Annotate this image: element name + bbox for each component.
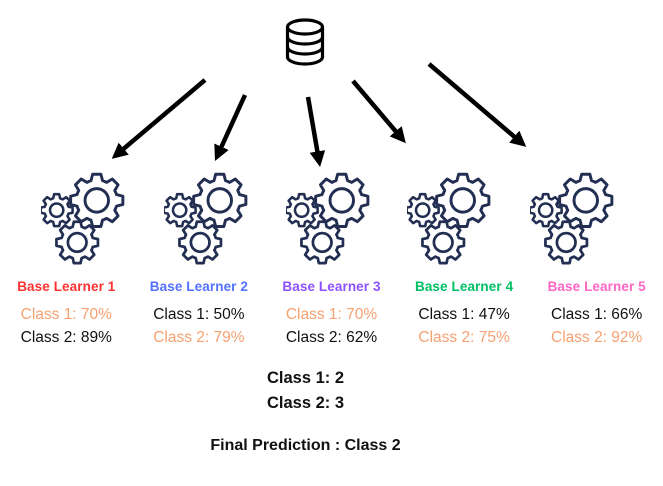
- class2-score: Class 2: 62%: [285, 329, 378, 346]
- diagram-top-art: [111, 18, 527, 167]
- arrow-icon: [214, 94, 248, 162]
- class1-score: Class 1: 50%: [153, 306, 245, 323]
- class1-score: Class 1: 70%: [285, 306, 378, 323]
- base-learner-5: Base Learner 5 Class 1: 66% Class 2: 92%: [529, 169, 663, 349]
- final-prediction: Final Prediction : Class 2: [210, 437, 401, 454]
- learner-label: Base Learner 3: [282, 279, 381, 294]
- vote-count-class2: Class 2: 3: [266, 393, 345, 412]
- data-flow-arrows: [111, 62, 527, 167]
- gears-icon: [407, 172, 491, 265]
- class2-score: Class 2: 75%: [418, 329, 510, 346]
- learner-label: Base Learner 2: [149, 279, 248, 294]
- vote-summary: Class 1: 2 Class 2: 3: [0, 366, 611, 415]
- class1-score: Class 1: 47%: [418, 306, 510, 323]
- arrow-icon: [427, 62, 527, 147]
- arrow-icon: [305, 96, 326, 167]
- arrow-icon: [351, 79, 406, 144]
- learner-label: Base Learner 1: [17, 279, 116, 294]
- class2-score: Class 2: 92%: [551, 329, 643, 346]
- class2-score: Class 2: 79%: [153, 329, 245, 346]
- gears-icon: [41, 172, 125, 265]
- base-learner-3: Base Learner 3 Class 1: 70% Class 2: 62%: [265, 169, 398, 349]
- arrow-icon: [111, 78, 207, 159]
- database-icon: [285, 18, 325, 66]
- base-learner-1: Base Learner 1 Class 1: 70% Class 2: 89%: [0, 169, 133, 349]
- class2-score: Class 2: 89%: [20, 329, 112, 346]
- vote-count-class1: Class 1: 2: [266, 369, 345, 387]
- class1-score: Class 1: 66%: [551, 306, 643, 323]
- learner-label: Base Learner 5: [547, 279, 646, 294]
- gears-icon: [163, 172, 248, 265]
- gears-icon: [286, 172, 370, 265]
- base-learner-4: Base Learner 4 Class 1: 47% Class 2: 75%: [398, 169, 531, 349]
- gears-icon: [529, 172, 614, 265]
- base-learners-row: Base Learner 1 Class 1: 70% Class 2: 89%…: [0, 169, 663, 349]
- base-learner-2: Base Learner 2 Class 1: 50% Class 2: 79%: [133, 169, 266, 349]
- class1-score: Class 1: 70%: [20, 306, 112, 323]
- learner-label: Base Learner 4: [414, 279, 514, 294]
